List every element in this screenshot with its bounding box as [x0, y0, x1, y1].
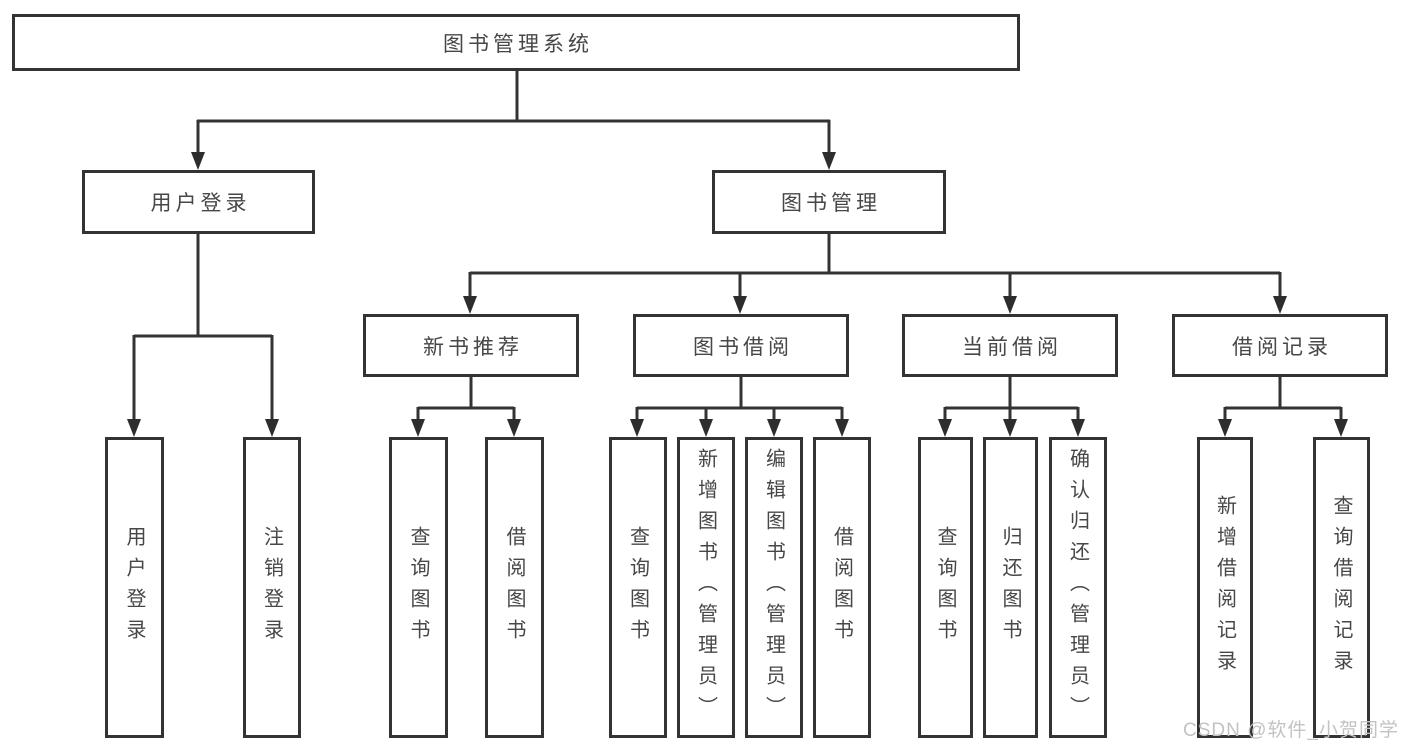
leaf-logout: 注销登录 — [243, 437, 301, 738]
node-current-borrowing-label: 当前借阅 — [962, 335, 1062, 359]
csdn-watermark: CSDN @软件_小贺同学 — [1183, 720, 1399, 741]
node-book-borrowing-label: 图书借阅 — [693, 335, 793, 359]
node-user-login-label: 用户登录 — [150, 192, 251, 215]
node-borrowing-records: 借阅记录 — [1172, 314, 1388, 377]
leaf-query-books-recommend: 查询图书 — [389, 437, 448, 738]
leaf-user-login: 用户登录 — [105, 437, 164, 738]
leaf-query-books-borrow: 查询图书 — [609, 437, 667, 738]
node-book-management: 图书管理 — [712, 170, 946, 234]
node-borrowing-records-label: 借阅记录 — [1232, 335, 1332, 359]
leaf-confirm-return-admin: 确认归还（管理员） — [1049, 437, 1107, 738]
leaf-add-borrow-record: 新增借阅记录 — [1197, 437, 1253, 738]
node-library-management-system: 图书管理系统 — [12, 14, 1020, 71]
leaf-borrow-books: 借阅图书 — [813, 437, 871, 738]
leaf-query-borrow-record: 查询借阅记录 — [1313, 437, 1370, 738]
node-new-book-recommendation-label: 新书推荐 — [423, 335, 523, 359]
node-user-login: 用户登录 — [82, 170, 315, 234]
leaf-borrow-books-recommend: 借阅图书 — [485, 437, 544, 738]
node-new-book-recommendation: 新书推荐 — [363, 314, 579, 377]
node-book-management-label: 图书管理 — [781, 192, 881, 215]
leaf-edit-book-admin: 编辑图书（管理员） — [745, 437, 803, 738]
node-current-borrowing: 当前借阅 — [902, 314, 1118, 377]
leaf-query-books-current: 查询图书 — [918, 437, 973, 738]
leaf-add-book-admin: 新增图书（管理员） — [677, 437, 735, 738]
node-book-borrowing: 图书借阅 — [633, 314, 849, 377]
leaf-return-book: 归还图书 — [983, 437, 1038, 738]
node-library-management-system-label: 图书管理系统 — [443, 32, 593, 56]
